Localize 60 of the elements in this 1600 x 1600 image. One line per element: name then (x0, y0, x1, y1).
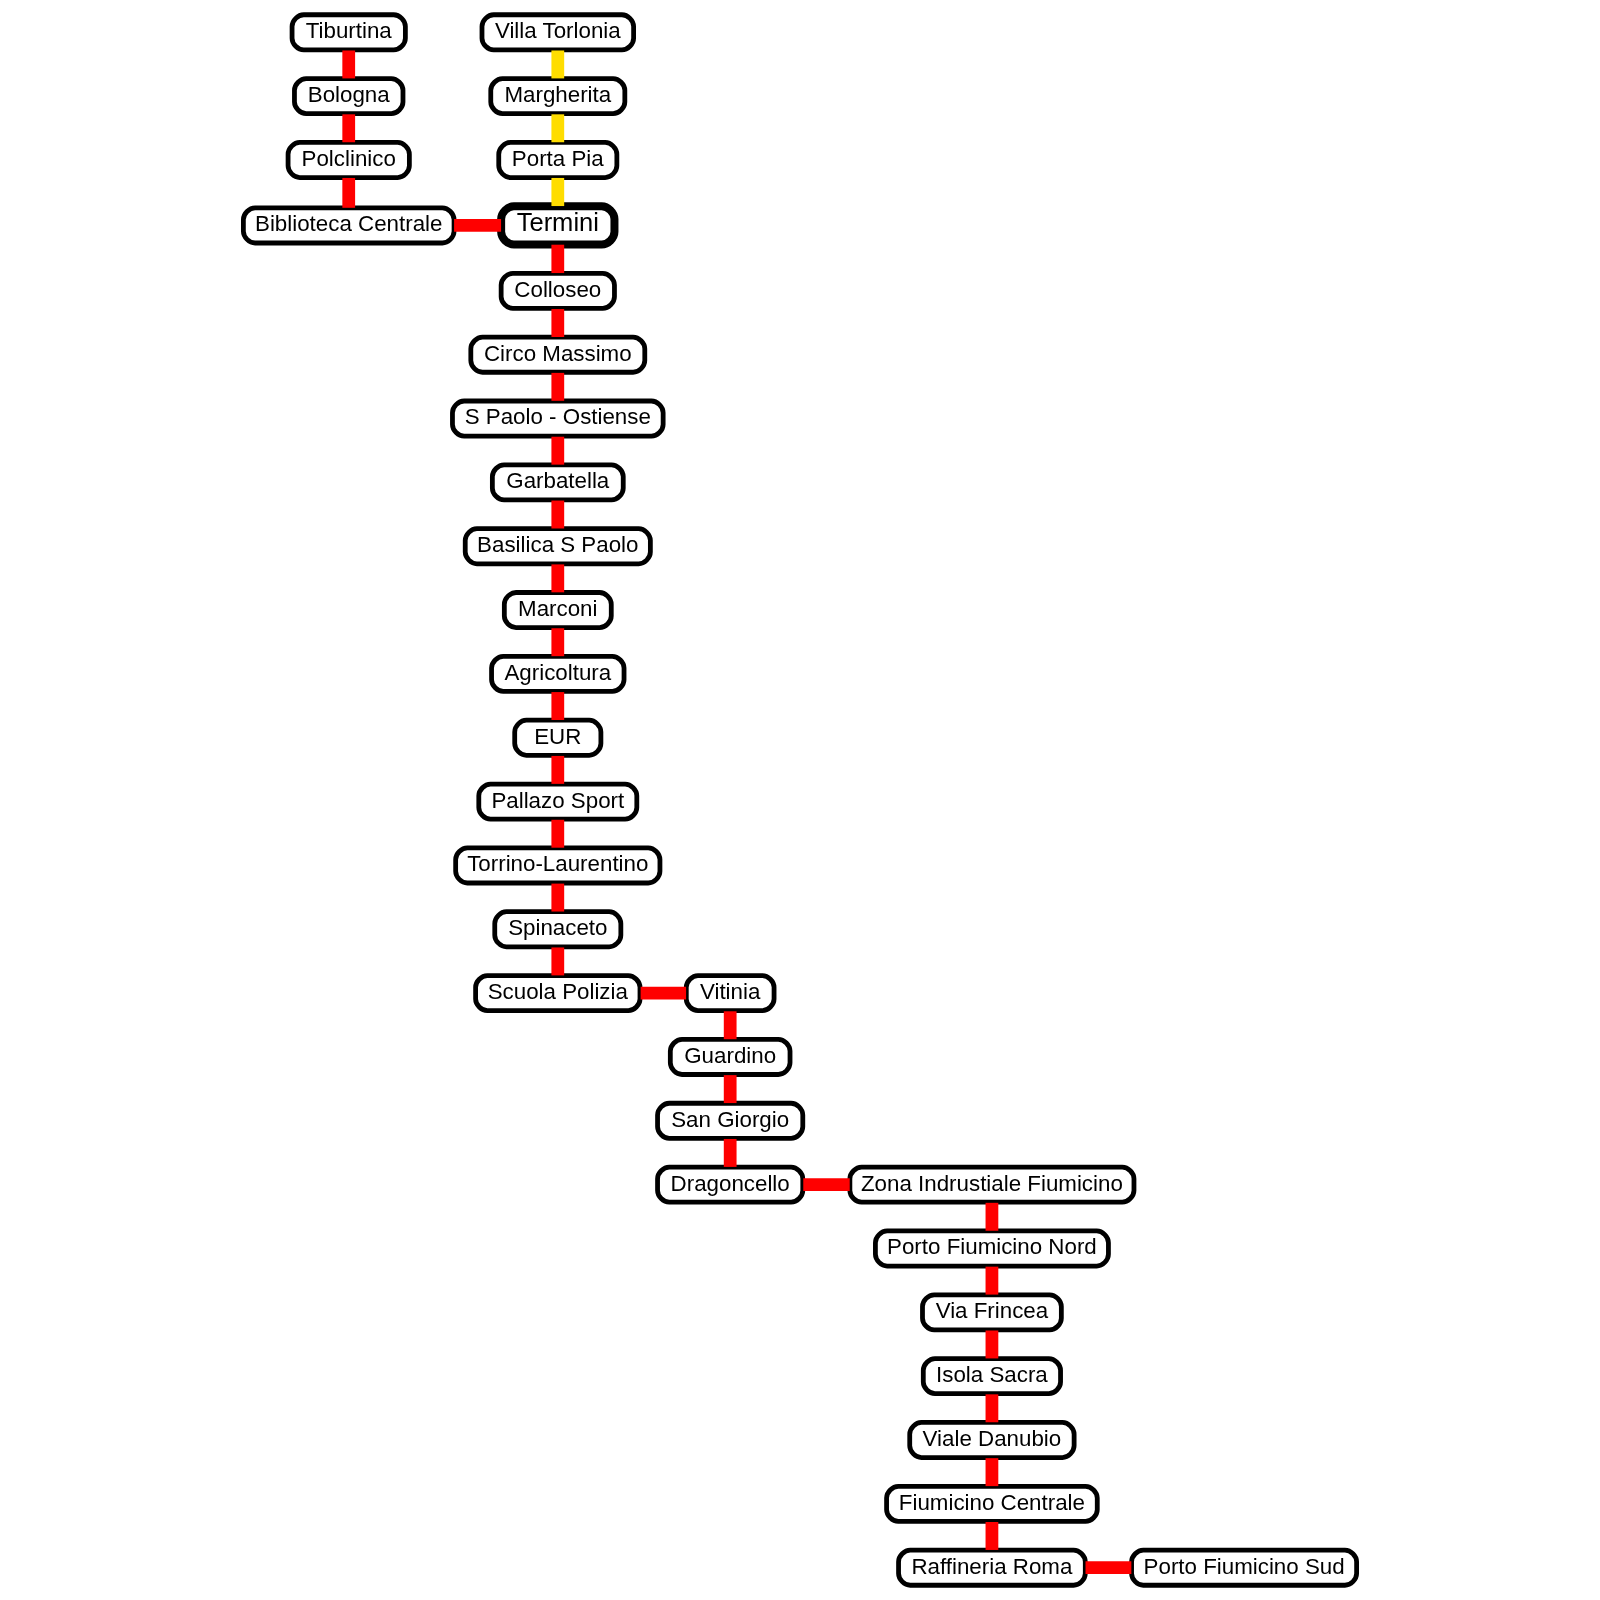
connector (551, 309, 565, 337)
connector (985, 1522, 999, 1550)
connector (551, 114, 565, 143)
connector (342, 50, 356, 79)
node-box: Villa Torlonia (479, 12, 636, 53)
connector (551, 692, 565, 720)
connector (551, 244, 565, 274)
node-box: Vitinia (683, 973, 777, 1014)
node-box: Circo Massimo (468, 334, 648, 375)
connector (551, 755, 565, 784)
node-box: Zona Indrustiale Fiumicino (847, 1164, 1137, 1205)
node-box: EUR (512, 717, 604, 758)
node-box: Margherita (488, 76, 628, 117)
node-box: Tiburtina (289, 12, 408, 53)
connector (985, 1266, 999, 1295)
node-box: Raffineria Roma (896, 1547, 1088, 1588)
connector (723, 1011, 737, 1040)
connector (551, 819, 565, 848)
node-box: Dragoncello (655, 1164, 806, 1205)
node-box: Via Frincea (920, 1292, 1064, 1333)
connector (551, 628, 565, 657)
node-box: Biblioteca Centrale (241, 205, 457, 246)
node-box: Garbatella (489, 462, 626, 503)
node-box: Basilica S Paolo (462, 526, 653, 567)
connector (551, 564, 565, 593)
connector (551, 177, 565, 207)
node-box: Bologna (292, 76, 406, 117)
node-box: Termini (497, 202, 619, 249)
node-box: Viale Danubio (907, 1420, 1077, 1460)
node-box: Polclinico (285, 140, 412, 180)
node-box: Marconi (501, 590, 614, 631)
connector (551, 883, 565, 912)
node-box: Scuola Polizia (473, 973, 643, 1014)
connector (985, 1458, 999, 1487)
connector (342, 177, 356, 208)
node-box: Colloseo (498, 270, 617, 311)
connector (551, 50, 565, 79)
connector (551, 947, 565, 976)
node-box: Porta Pia (496, 140, 620, 180)
connector (723, 1075, 737, 1104)
connector (985, 1330, 999, 1359)
node-box: Pallazo Sport (476, 781, 640, 822)
node-box: S Paolo - Ostiense (450, 398, 666, 439)
connector (723, 1138, 737, 1167)
node-box: Isola Sacra (920, 1356, 1063, 1397)
node-box: Torrino-Laurentino (453, 845, 663, 886)
node-box: Agricoltura (489, 653, 627, 694)
connector (551, 372, 565, 401)
node-box: Porto Fiumicino Nord (873, 1228, 1111, 1269)
connector (985, 1202, 999, 1231)
connector (803, 1178, 850, 1192)
node-box: Fiumicino Centrale (884, 1483, 1100, 1524)
node-box: Porto Fiumicino Sud (1129, 1547, 1359, 1588)
connector (985, 1394, 999, 1423)
node-box: Guardino (667, 1037, 793, 1077)
node-box: Spinaceto (492, 909, 624, 950)
node-box: San Giorgio (655, 1100, 806, 1141)
connector (551, 500, 565, 529)
connector (342, 114, 356, 143)
connector (551, 436, 565, 465)
